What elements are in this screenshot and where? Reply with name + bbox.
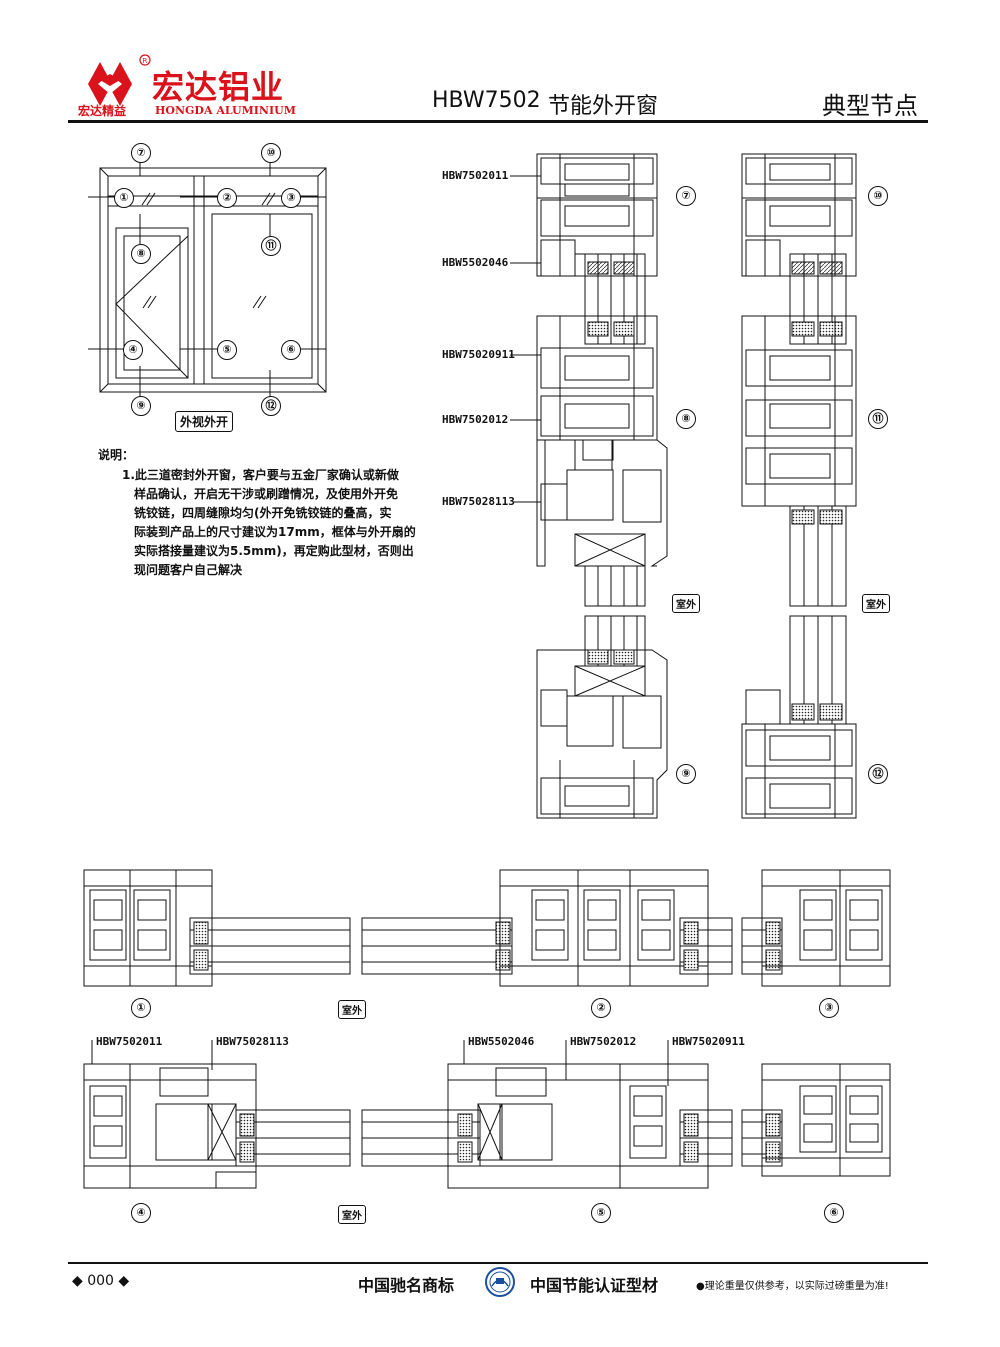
section-number-6: ⑥ [824, 1203, 844, 1223]
section-number-3: ③ [819, 998, 839, 1018]
notes-heading: 说明： [98, 448, 135, 462]
profile-label-hbw75020911: HBW75020911 [442, 348, 515, 361]
section-number-9: ⑨ [676, 764, 696, 784]
marker-9: ⑨ [131, 396, 151, 416]
notes-line-6: 现问题客户自己解决 [134, 563, 243, 577]
footer-rule [68, 1262, 928, 1264]
logo-text: 宏达铝业 [152, 68, 285, 106]
profile-label-row2-hbw7502012: HBW7502012 [570, 1035, 637, 1048]
marker-6: ⑥ [281, 340, 301, 360]
svg-text:R: R [143, 57, 148, 65]
marker-10: ⑩ [261, 143, 281, 163]
profile-label-hbw5502046: HBW5502046 [442, 256, 509, 269]
weight-disclaimer: ●理论重量仅供参考，以实际过磅重量为准! [696, 1281, 889, 1292]
section-title: 典型节点 [822, 92, 918, 120]
profile-label-hbw7502011: HBW7502011 [442, 169, 509, 182]
certified-text: 中国节能认证型材 [530, 1276, 659, 1295]
section-number-2: ② [591, 998, 611, 1018]
marker-1: ① [114, 188, 134, 208]
marker-5: ⑤ [217, 340, 237, 360]
section-number-12: ⑫ [868, 764, 888, 784]
marker-4: ④ [123, 340, 143, 360]
product-name: 节能外开窗 [548, 94, 659, 119]
section-number-1: ① [131, 998, 151, 1018]
profile-label-hbw7502012: HBW7502012 [442, 413, 509, 426]
section-number-11: ⑪ [868, 409, 888, 429]
marker-2: ② [217, 188, 237, 208]
profile-label-row2-hbw75028113: HBW75028113 [216, 1035, 289, 1048]
section-number-8: ⑧ [676, 409, 696, 429]
logo-slogan: 宏达精益 [78, 104, 127, 118]
header-rule [68, 120, 928, 123]
logo-english: HONGDA ALUMINIUM [155, 104, 296, 117]
marker-7: ⑦ [131, 143, 151, 163]
marker-8: ⑧ [131, 244, 151, 264]
profile-label-hbw75028113: HBW75028113 [442, 495, 515, 508]
profile-label-row2-hbw5502046: HBW5502046 [468, 1035, 535, 1048]
elevation-caption: 外视外开 [175, 411, 234, 432]
notes-line-4: 际装到产品上的尺寸建议为17mm，框体与外开扇的 [134, 525, 416, 539]
trademark-text: 中国驰名商标 [358, 1276, 455, 1295]
outside-tag-row2: 室外 [338, 1205, 366, 1224]
profile-label-row2-hbw75020911: HBW75020911 [672, 1035, 745, 1048]
notes-line-3: 铣铰链，四周缝隙均匀(外开免铣铰链的叠高，实 [134, 506, 392, 520]
section-number-4: ④ [131, 1203, 151, 1223]
outside-tag-right: 室外 [862, 594, 890, 613]
page-number: ◆ 000 ◆ [72, 1273, 130, 1289]
notes-line-2: 样品确认，开启无干涉或刷蹭情况，及使用外开免 [134, 487, 399, 501]
section-number-10: ⑩ [868, 186, 888, 206]
notes-line-1: 1.此三道密封外开窗，客户要与五金厂家确认或新做 [122, 468, 399, 482]
section-number-5: ⑤ [591, 1203, 611, 1223]
marker-11: ⑪ [261, 236, 281, 256]
outside-tag-row1: 室外 [338, 1000, 366, 1019]
section-number-7: ⑦ [676, 186, 696, 206]
marker-3: ③ [281, 188, 301, 208]
model-code: HBW7502 [432, 88, 541, 113]
notes-line-5: 实际搭接量建议为5.5mm)，再定购此型材，否则出 [134, 544, 414, 558]
profile-label-row2-hbw7502011: HBW7502011 [96, 1035, 163, 1048]
marker-12: ⑫ [261, 396, 281, 416]
outside-tag-left: 室外 [672, 594, 700, 613]
